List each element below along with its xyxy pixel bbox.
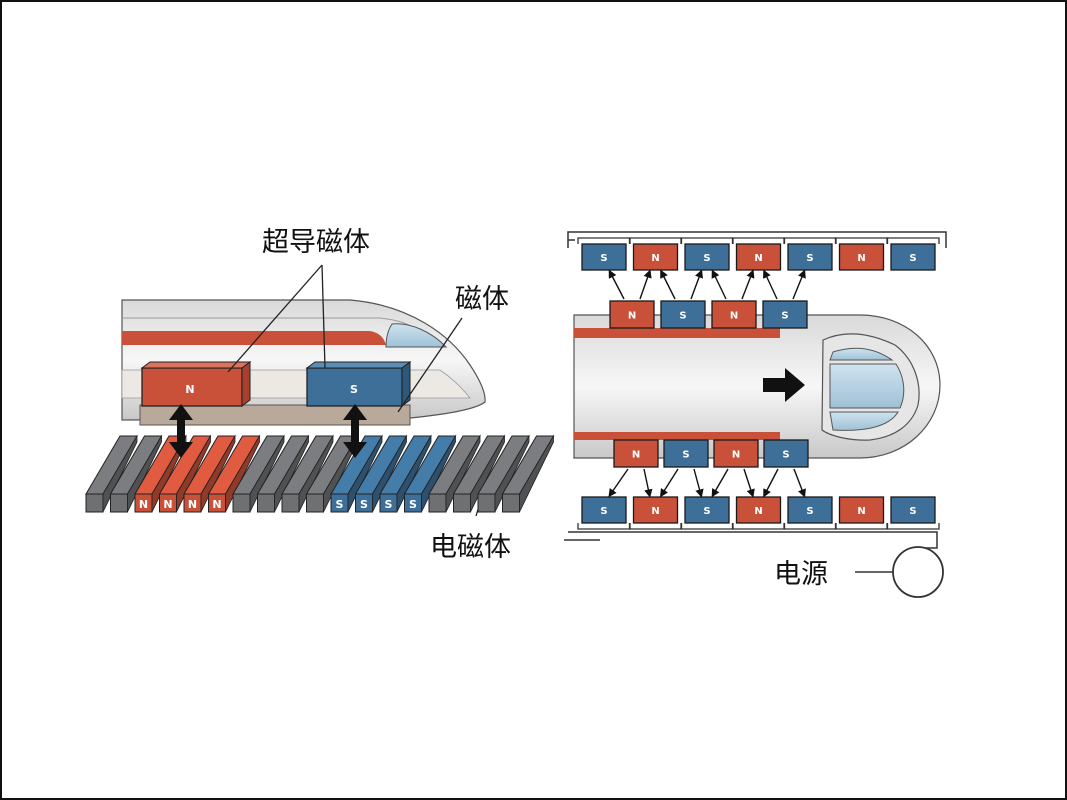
coil-south: S (787, 496, 833, 524)
coil-south: S (787, 243, 833, 271)
magnet-pole-label: S (679, 311, 686, 322)
coil-north: N (711, 300, 757, 329)
power-source-symbol (892, 546, 944, 598)
coil-south: S (762, 300, 808, 329)
coil-south: S (663, 439, 709, 468)
force-arrow (608, 468, 629, 498)
magnet-pole-label: N (163, 498, 172, 511)
magnet-pole-label: S (350, 383, 358, 396)
force-arrow (690, 269, 703, 300)
magnet-pole-label: N (857, 253, 865, 264)
track-bar-blue: S (354, 434, 408, 513)
label-magnet: 磁体 (455, 284, 509, 315)
force-arrow (792, 269, 806, 300)
force-arrow (741, 269, 755, 300)
train-top-view (573, 314, 941, 459)
levitation-diagram: N S N N N N S S S S (85, 264, 555, 517)
magnet-pole-label: S (909, 253, 916, 264)
magnet-pole-label: N (188, 498, 197, 511)
magnet-pole-label: S (600, 253, 607, 264)
coil-north: N (613, 439, 659, 468)
force-arrow (659, 468, 679, 498)
magnet-pole-label: S (806, 506, 813, 517)
coil-brackets (577, 237, 940, 530)
magnet-pole-label: S (336, 498, 344, 511)
train-magnet-n: N (140, 361, 252, 407)
coil-south: S (763, 439, 809, 468)
coil-south: S (890, 496, 936, 524)
magnet-pole-label: S (703, 253, 710, 264)
magnet-pole-label: S (360, 498, 368, 511)
magnet-pole-label: S (806, 253, 813, 264)
force-arrow (608, 269, 625, 300)
magnet-pole-label: N (139, 498, 148, 511)
magnet-pole-label: S (909, 506, 916, 517)
coil-north: N (632, 243, 679, 271)
coil-north: N (735, 243, 782, 271)
force-arrow (743, 468, 755, 498)
force-arrow (711, 269, 727, 300)
magnet-pole-label: S (781, 311, 788, 322)
force-arrow (711, 468, 729, 498)
magnet-pole-label: S (703, 506, 710, 517)
magnet-pole-label: N (754, 253, 762, 264)
coil-north: N (838, 243, 885, 271)
magnet-pole-label: N (212, 498, 221, 511)
magnet-pole-label: N (632, 450, 640, 461)
coil-south: S (581, 243, 627, 271)
force-arrow (693, 468, 704, 498)
magnet-pole-label: S (600, 506, 607, 517)
label-electromagnet: 电磁体 (430, 532, 511, 563)
force-arrow (793, 468, 806, 498)
magnet-pole-label: N (651, 253, 659, 264)
force-arrow (763, 468, 779, 498)
coil-south: S (684, 243, 730, 271)
force-arrow (643, 468, 653, 498)
force-arrow (763, 269, 778, 300)
magnet-pole-label: N (857, 506, 865, 517)
magnet-pole-label: S (682, 450, 689, 461)
magnet-pole-label: N (185, 383, 194, 396)
attraction-arrow-left (169, 404, 193, 458)
magnet-pole-label: N (754, 506, 762, 517)
magnet-pole-label: N (732, 450, 740, 461)
coil-south: S (684, 496, 730, 524)
track-bar-gray (501, 434, 555, 513)
force-arrows (608, 269, 806, 498)
force-arrow (639, 269, 652, 300)
propulsion-coils: S N S N S N S N S N S N S N S S N S N S N S (581, 243, 936, 524)
track-bar-blue: S (379, 434, 432, 513)
magnet-pole-label: S (409, 498, 417, 511)
train-magnet-s: S (305, 361, 412, 407)
label-superconducting-magnet: 超导磁体 (262, 227, 370, 258)
label-power-source: 电源 (774, 559, 828, 590)
coil-south: S (890, 243, 936, 271)
coil-north: N (735, 496, 782, 524)
magnet-pole-label: S (385, 498, 393, 511)
direction-arrow (763, 368, 805, 402)
coil-north: N (632, 496, 679, 524)
magnet-pole-label: N (730, 311, 738, 322)
magnet-pole-label: N (651, 506, 659, 517)
coil-north: N (838, 496, 885, 524)
propulsion-diagram: S N S N S N S N S N S N S N S S N S N S N S (564, 231, 947, 598)
magnet-pole-label: S (782, 450, 789, 461)
coil-north: N (609, 300, 655, 329)
magnet-pole-label: N (628, 311, 636, 322)
coil-south: S (660, 300, 706, 329)
coil-north: N (713, 439, 759, 468)
coil-south: S (581, 496, 627, 524)
force-arrow (660, 269, 676, 300)
attraction-arrow-right (343, 404, 367, 458)
